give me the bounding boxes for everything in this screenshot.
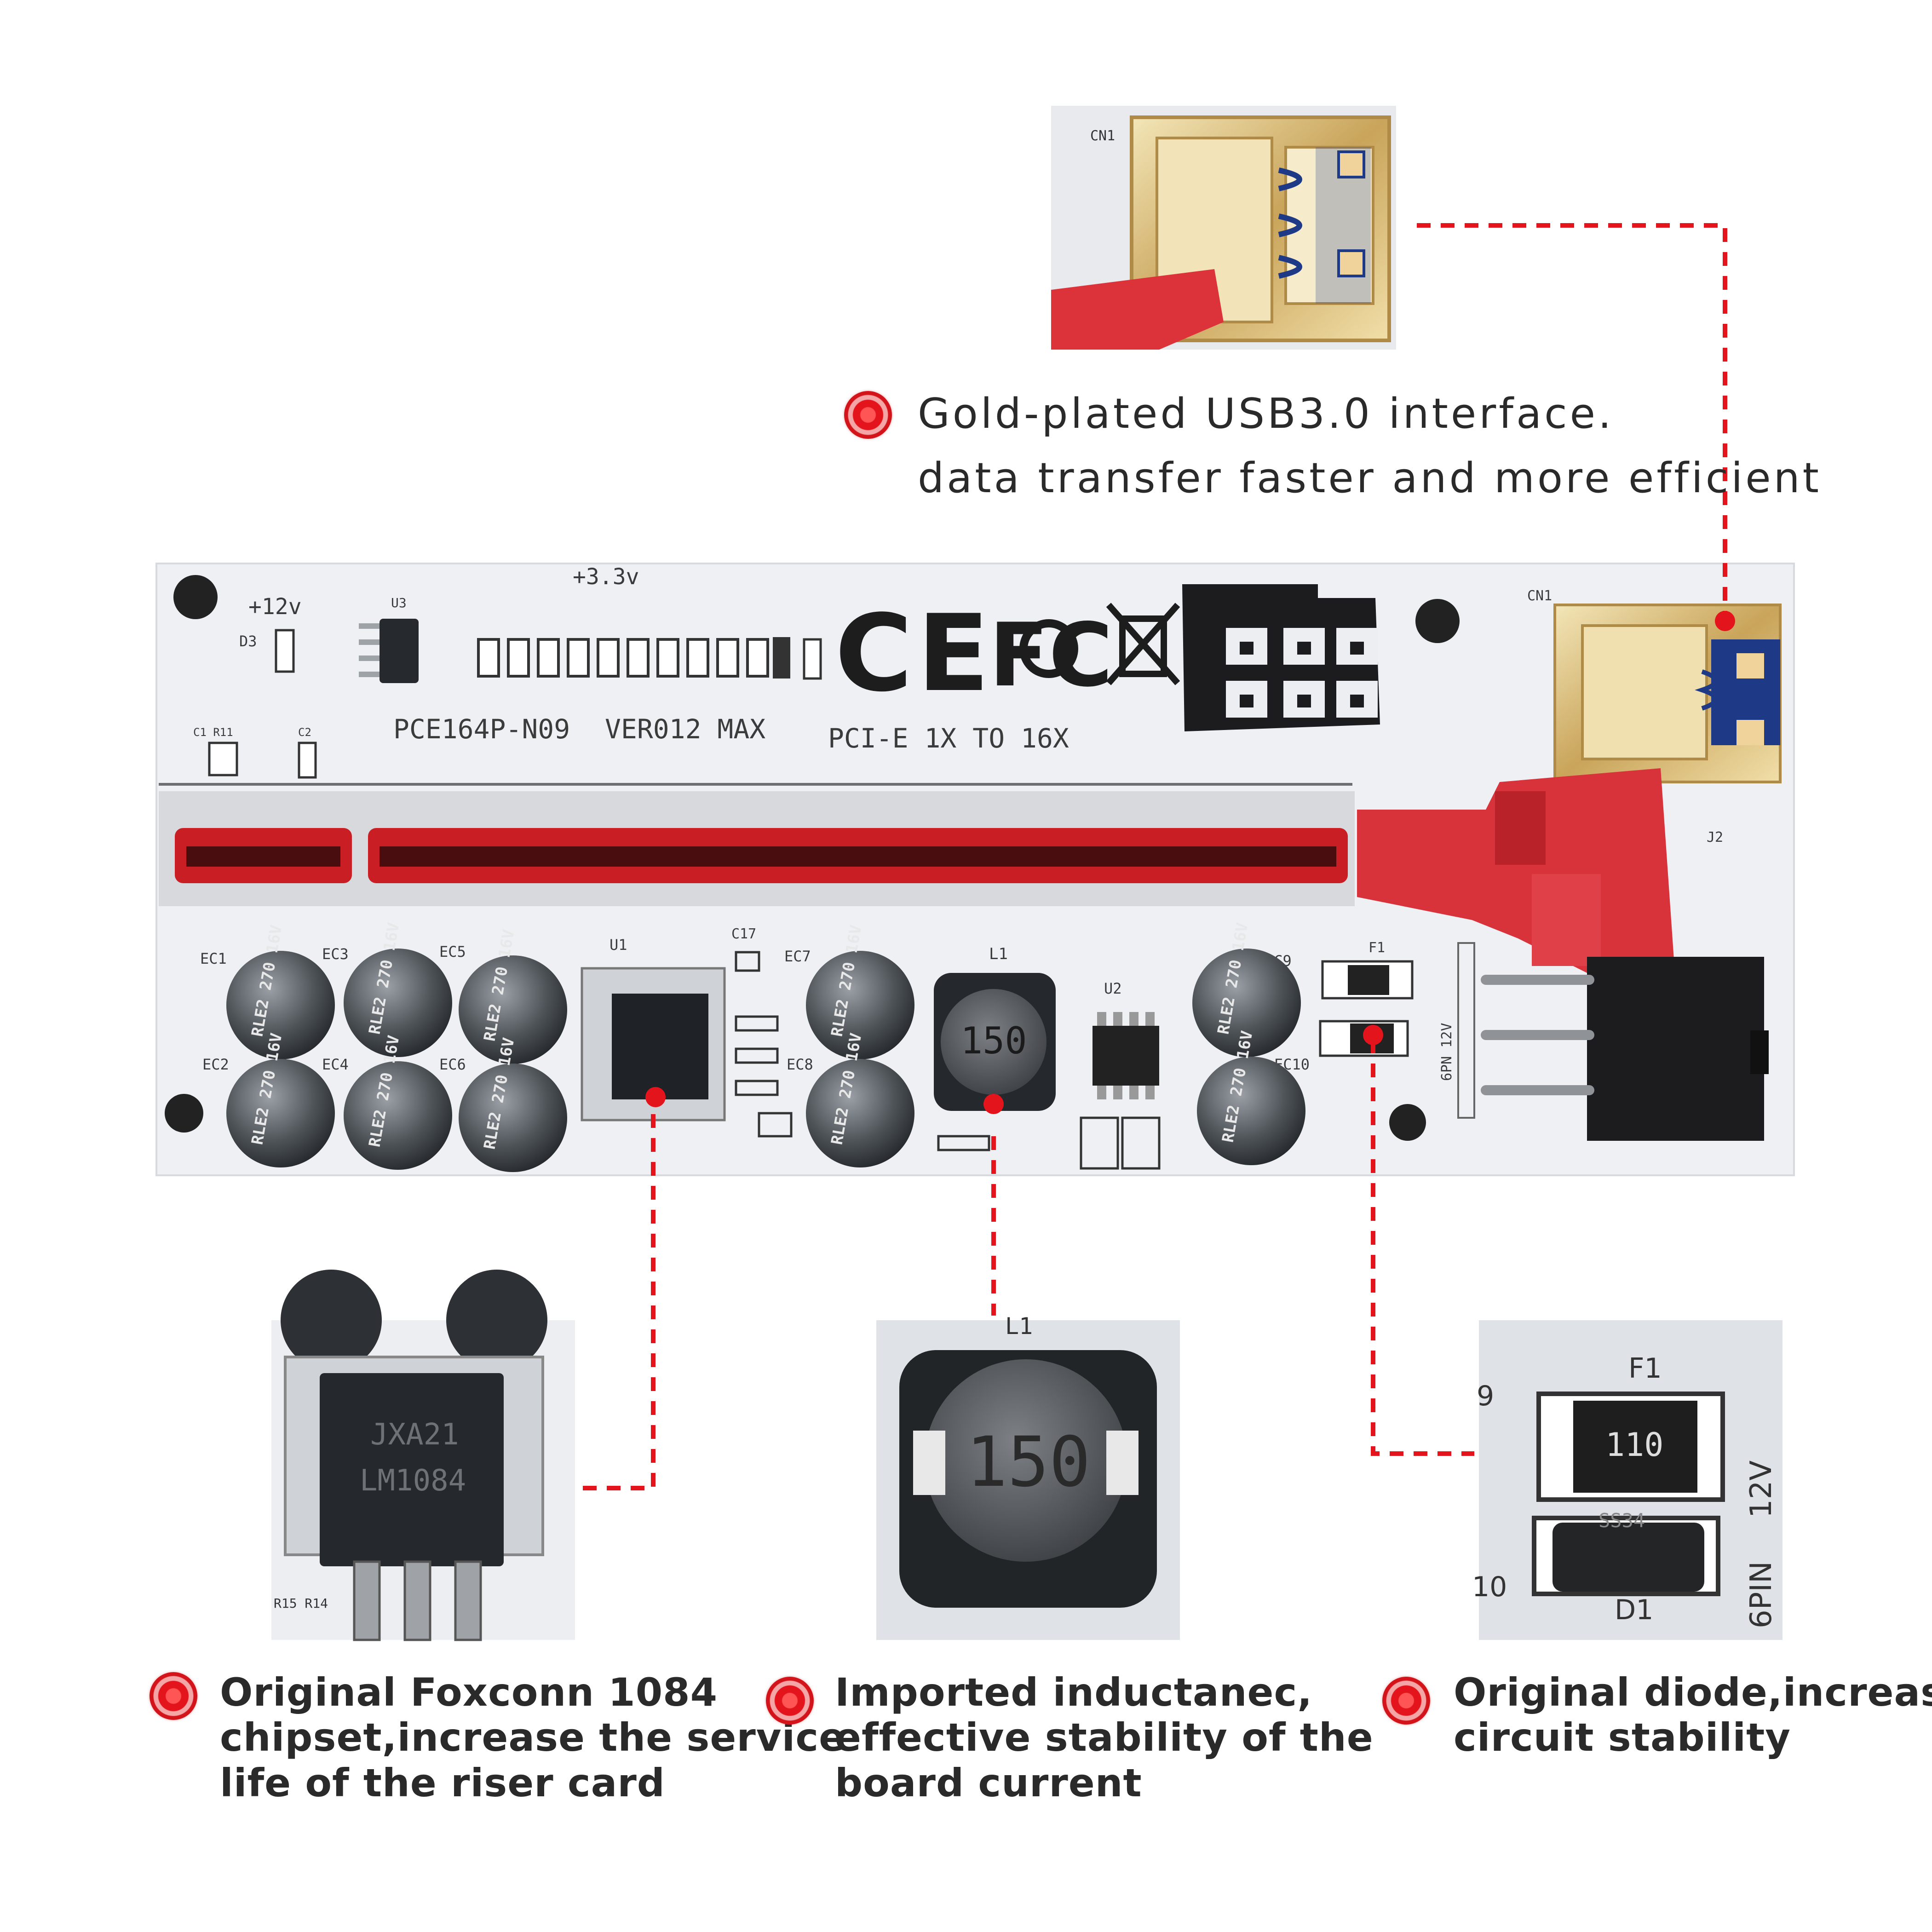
zoom-edge-10: 10	[1472, 1571, 1507, 1603]
label-cn1: CN1	[1527, 588, 1552, 604]
zoom-inductor-code: 150	[966, 1422, 1091, 1502]
label-l1: L1	[989, 945, 1008, 963]
callout-usb-line2: data transfer faster and more efficient	[918, 454, 1822, 502]
cap-label-ec2: EC2	[202, 1056, 229, 1073]
zoom-12v: 12V	[1744, 1460, 1778, 1518]
zoom-usb-label: CN1	[1090, 128, 1115, 144]
callout-usb-line1: Gold-plated USB3.0 interface.	[918, 390, 1614, 438]
callout-chipset-line1: Original Foxconn 1084	[220, 1670, 718, 1715]
label-c1r11: C1 R11	[193, 726, 233, 739]
inductor-code-board: 150	[960, 1019, 1027, 1062]
zoom-chipset: JXA21 LM1084 R15 R14	[271, 1270, 575, 1641]
zoom-usb: CN1	[1051, 106, 1396, 350]
label-c2: C2	[298, 726, 311, 739]
label-u2: U2	[1104, 980, 1122, 997]
u3-chip	[359, 619, 419, 683]
weee-icon	[1106, 603, 1180, 685]
leader-lines	[580, 223, 1727, 1490]
chip-marking-2: LM1084	[360, 1464, 466, 1498]
label-d3: D3	[239, 632, 257, 650]
capacitor-bank	[226, 949, 1305, 1172]
label-c17: C17	[731, 926, 756, 942]
callout-inductor-line2: effective stability of the	[835, 1715, 1374, 1760]
cap-label-ec5: EC5	[439, 943, 466, 960]
zoom-fuse-label: F1	[1628, 1352, 1662, 1385]
leader-dot-inductor	[983, 1094, 1004, 1114]
zoom-diode-label: D1	[1615, 1594, 1653, 1626]
callout-inductor: Imported inductanec, effective stability…	[835, 1670, 1374, 1806]
label-12v: +12v	[248, 594, 302, 620]
label-u3: U3	[391, 595, 407, 610]
power-connector-6pin	[1182, 584, 1380, 731]
certification-marks: CE FC	[835, 592, 1180, 715]
pcie-x16-slot	[159, 768, 1674, 975]
zoom-edge-9: 9	[1477, 1380, 1494, 1412]
led-row	[275, 629, 822, 680]
label-f1: F1	[1368, 940, 1385, 956]
cap-label-ec1: EC1	[200, 950, 227, 967]
callout-diode-line2: circuit stability	[1454, 1715, 1791, 1760]
cap-label-ec7: EC7	[784, 948, 811, 965]
label-u1: U1	[610, 936, 627, 954]
bullet-inductor	[766, 1677, 814, 1725]
label-33v: +3.3v	[573, 564, 639, 590]
bullet-usb	[844, 391, 892, 439]
leader-dot-chipset	[645, 1087, 666, 1107]
zoom-diode-code: SS34	[1598, 1509, 1645, 1532]
l1-inductor-board: 150	[934, 973, 1056, 1151]
chip-resistor-labels: R15 R14	[274, 1596, 328, 1611]
callout-chipset-line3: life of the riser card	[220, 1760, 665, 1806]
label-j2: J2	[1707, 829, 1723, 845]
zoom-inductor: L1 150	[876, 1313, 1180, 1640]
cap-label-ec3: EC3	[322, 945, 349, 963]
chip-marking-1: JXA21	[370, 1418, 459, 1452]
callout-chipset-line2: chipset,increase the service	[220, 1715, 846, 1760]
callout-inductor-line3: board current	[835, 1760, 1142, 1806]
callout-chipset: Original Foxconn 1084 chipset,increase t…	[220, 1670, 845, 1806]
callout-inductor-line1: Imported inductanec,	[835, 1670, 1313, 1715]
zoom-diode: 9 F1 110 SS34 D1 10 12V 6PIN	[1472, 1320, 1782, 1640]
cap-label-ec6: EC6	[439, 1056, 466, 1073]
callout-usb: Gold-plated USB3.0 interface. data trans…	[918, 382, 1822, 510]
callout-diode-line1: Original diode,increase	[1454, 1670, 1932, 1715]
leader-dot-diode	[1363, 1025, 1383, 1045]
label-6pin: 6PN 12V	[1439, 1023, 1455, 1081]
bullet-diode	[1382, 1677, 1430, 1725]
bullet-chipset	[150, 1672, 197, 1720]
callout-diode: Original diode,increase circuit stabilit…	[1454, 1670, 1932, 1760]
cap-label-ec8: EC8	[787, 1056, 813, 1073]
usb-port-board	[1553, 604, 1782, 783]
leader-dot-usb	[1715, 611, 1735, 631]
ce-mark: CE	[835, 592, 994, 715]
model-text: PCE164P-N09	[393, 713, 570, 745]
zoom-6pin: 6PIN	[1744, 1561, 1778, 1628]
cap-label-ec4: EC4	[322, 1056, 349, 1073]
zoom-inductor-label: L1	[1005, 1313, 1033, 1340]
u2-chip	[1080, 1012, 1161, 1170]
version-text: VER012 MAX	[605, 713, 765, 745]
interface-text: PCI-E 1X TO 16X	[828, 723, 1069, 754]
power-connector-side	[1457, 942, 1769, 1141]
zoom-fuse-code: 110	[1605, 1426, 1663, 1464]
